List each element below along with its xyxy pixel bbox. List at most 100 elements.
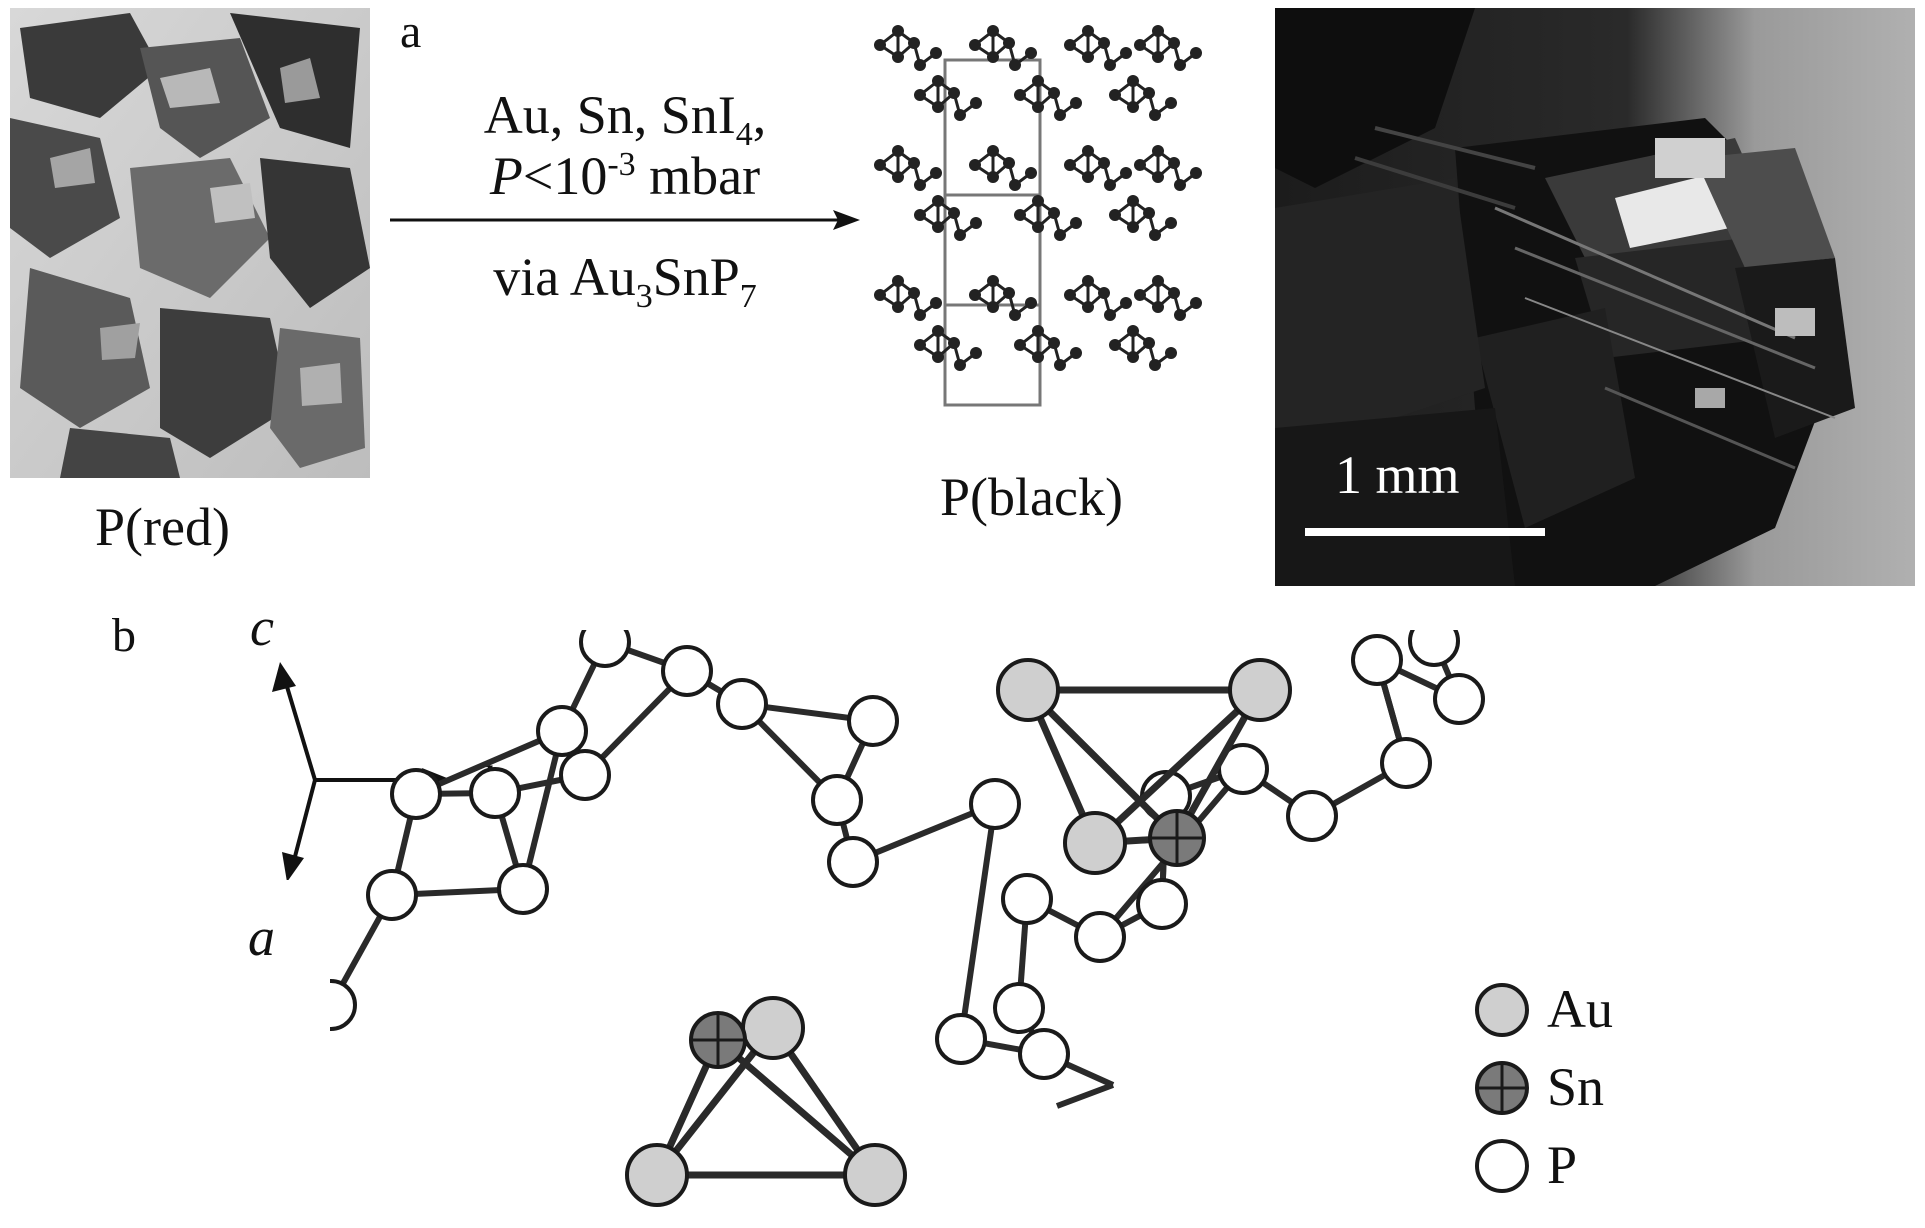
p-atom	[811, 774, 863, 826]
p-atom	[1152, 301, 1164, 313]
p-p-bond	[958, 803, 998, 1040]
p-atom	[874, 39, 886, 51]
scale-bar	[1305, 528, 1545, 536]
p-atom	[1014, 89, 1026, 101]
p-atom	[579, 630, 631, 668]
p-atom	[1054, 229, 1066, 241]
black-phosphorus-caption: P(black)	[940, 467, 1123, 527]
p-atom	[1109, 209, 1121, 221]
p-p-bond	[1055, 1082, 1115, 1109]
au-atom	[741, 996, 805, 1060]
via-subscript-p: 7	[739, 277, 757, 315]
p-atom	[1351, 634, 1403, 686]
p-puckered-unit	[1064, 25, 1132, 71]
p-atom	[1070, 347, 1082, 359]
p-atom	[1433, 673, 1485, 725]
p-atom	[1048, 337, 1060, 349]
p-atom	[1120, 297, 1132, 309]
red-phosphorus-caption: P(red)	[95, 497, 230, 557]
p-atom	[987, 51, 999, 63]
p-atom	[1408, 630, 1460, 667]
p-atom	[1174, 59, 1186, 71]
bottom-metal-cluster	[625, 996, 907, 1207]
p-atom	[914, 209, 926, 221]
p-atom	[1014, 209, 1026, 221]
p-atom	[1190, 47, 1202, 59]
p-atom	[914, 179, 926, 191]
p-atom	[1152, 275, 1164, 287]
p-atom	[1152, 171, 1164, 183]
p-atom	[932, 221, 944, 233]
p-atom	[1136, 878, 1188, 930]
p-atom	[914, 59, 926, 71]
p-atom	[469, 767, 521, 819]
p-atom	[987, 145, 999, 157]
p-atom	[970, 217, 982, 229]
p-atom	[932, 351, 944, 363]
p-atom	[970, 97, 982, 109]
au-atom	[1063, 811, 1127, 875]
p-atom	[987, 171, 999, 183]
legend-sn-marker	[1475, 1061, 1529, 1115]
metal-bond	[1025, 687, 1180, 841]
p-atom	[1074, 911, 1126, 963]
p-atom	[892, 275, 904, 287]
via-mid: SnP	[652, 247, 740, 307]
p-atom	[1032, 351, 1044, 363]
p-atom	[1082, 171, 1094, 183]
p-puckered-unit	[1134, 275, 1202, 321]
p-atom	[914, 89, 926, 101]
p-atom	[1168, 157, 1180, 169]
p-atom	[1109, 339, 1121, 351]
p-atom	[1165, 217, 1177, 229]
p-atom	[1149, 359, 1161, 371]
legend-au-label: Au	[1547, 979, 1613, 1039]
p-atom	[1104, 59, 1116, 71]
p-atom	[874, 159, 886, 171]
p-puckered-unit	[874, 275, 942, 321]
p-atom	[930, 47, 942, 59]
p-atom	[892, 171, 904, 183]
p-atom	[892, 51, 904, 63]
p-atom	[908, 157, 920, 169]
p-atom	[1143, 337, 1155, 349]
scale-bar-label: 1 mm	[1335, 445, 1460, 505]
p-atom	[1082, 145, 1094, 157]
p-atom	[1032, 325, 1044, 337]
p-atom	[1032, 195, 1044, 207]
p-atom	[914, 339, 926, 351]
metal-bond	[1092, 687, 1263, 846]
p-atom	[908, 287, 920, 299]
legend-markers	[1475, 983, 1529, 1193]
reaction-pressure: P<10-3 mbar	[395, 146, 855, 204]
reaction-via: via Au3SnP7	[395, 250, 855, 314]
reagents-text: Au, Sn, SnI	[483, 85, 736, 145]
p-puckered-unit	[874, 25, 942, 71]
p-puckered-unit	[1064, 275, 1132, 321]
p-atom	[892, 301, 904, 313]
p-atom	[1127, 75, 1139, 87]
p-atom	[1064, 39, 1076, 51]
p-atom	[1082, 51, 1094, 63]
via-subscript-au: 3	[635, 277, 653, 315]
p-atom	[948, 207, 960, 219]
via-text: via Au	[493, 247, 636, 307]
p-atom	[1048, 207, 1060, 219]
p-puckered-unit	[1014, 325, 1082, 371]
p-atom	[930, 167, 942, 179]
p-atom	[1190, 297, 1202, 309]
p-atom	[827, 836, 879, 888]
p-atom	[1009, 179, 1021, 191]
p-atom	[987, 301, 999, 313]
p-bond-network	[330, 630, 1462, 1109]
p-atom	[1149, 229, 1161, 241]
p-atom	[1082, 275, 1094, 287]
p-puckered-unit	[1109, 195, 1177, 241]
p-atom	[1032, 221, 1044, 233]
pressure-exponent: -3	[607, 146, 636, 183]
p-puckered-unit	[969, 275, 1037, 321]
reagents-tail: ,	[752, 85, 767, 145]
p-puckered-unit	[874, 145, 942, 191]
p-atom	[661, 645, 713, 697]
p-atom	[1190, 167, 1202, 179]
